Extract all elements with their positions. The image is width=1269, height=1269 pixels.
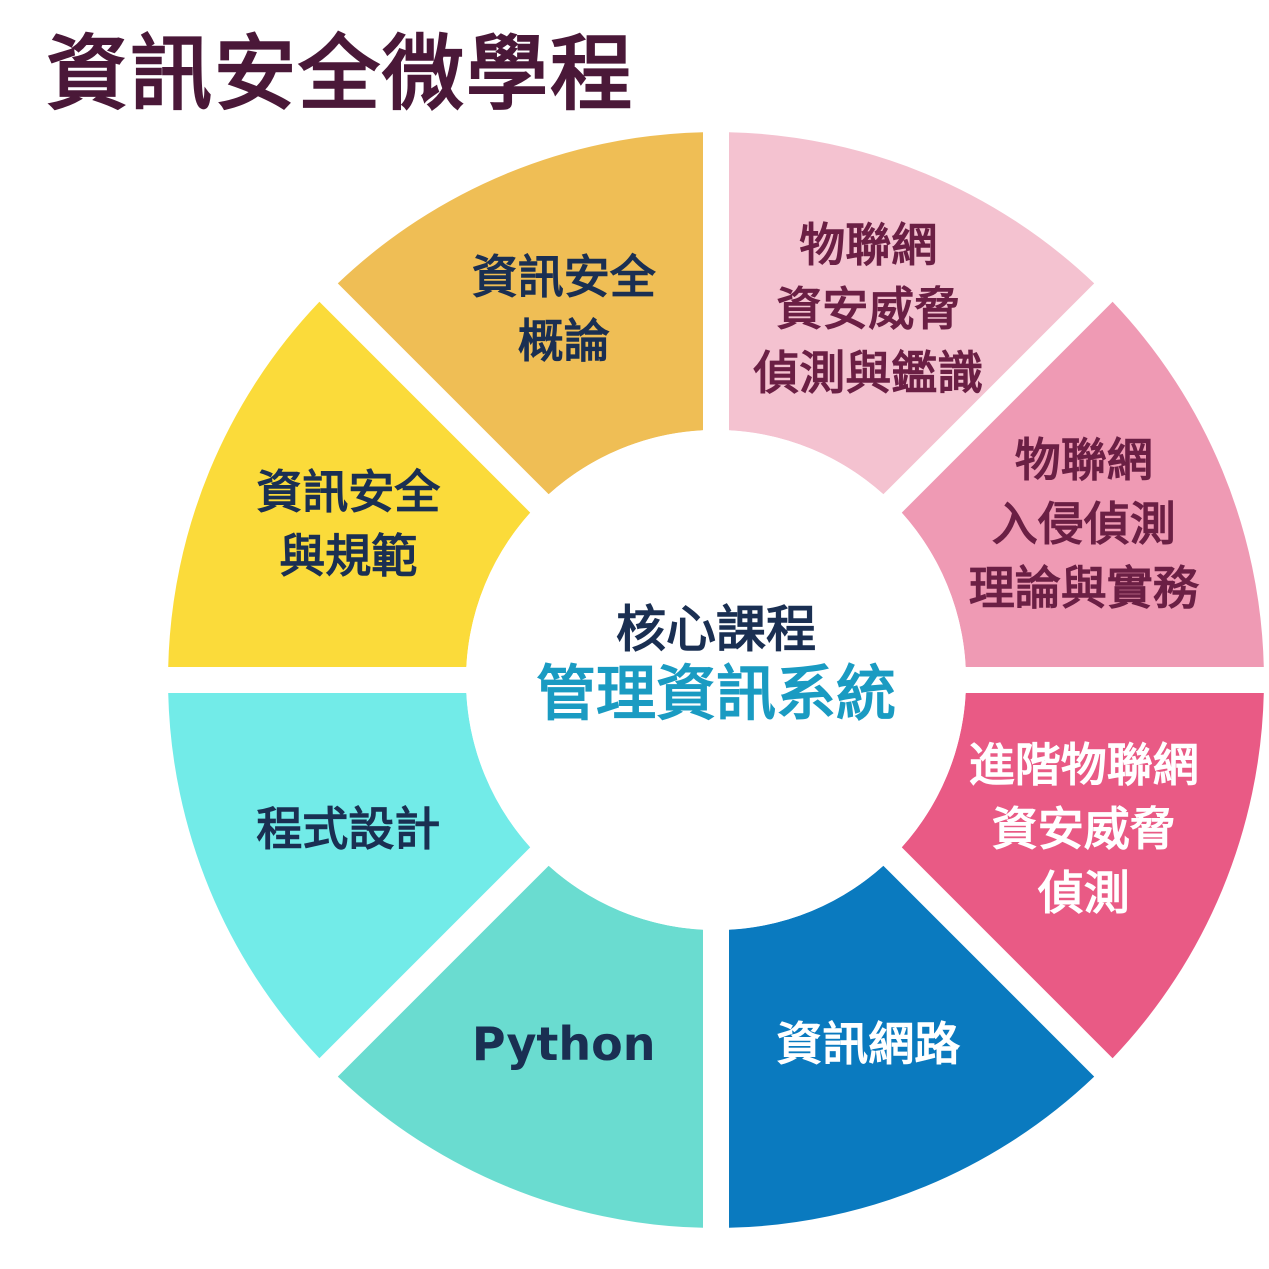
segment-shape-programming: [168, 693, 531, 1059]
segment-python: Python: [337, 865, 703, 1228]
segments-layer: 物聯網資安威脅偵測與鑑識物聯網入侵偵測理論與實務進階物聯網資安威脅偵測資訊網路P…: [168, 132, 1264, 1228]
segment-label-iot-intrusion-detection: 理論與實務: [969, 561, 1200, 615]
segment-shape-advanced-iot-threat-detection: [901, 693, 1264, 1059]
segment-label-iot-intrusion-detection: 入侵偵測: [992, 497, 1176, 551]
segment-label-python: Python: [472, 1017, 656, 1071]
segment-programming: 程式設計: [168, 693, 531, 1059]
segment-shape-security-intro: [337, 132, 703, 495]
segment-shape-iot-intrusion-detection: [901, 301, 1264, 667]
segment-label-advanced-iot-threat-detection: 偵測: [1037, 866, 1130, 920]
segment-label-computer-networks: 資訊網路: [776, 1017, 961, 1071]
segment-label-advanced-iot-threat-detection: 進階物聯網: [969, 738, 1199, 792]
segment-shape-computer-networks: [729, 865, 1095, 1228]
segment-label-security-standards: 資訊安全: [256, 465, 441, 519]
segment-label-iot-threat-detection-forensics: 物聯網: [799, 218, 937, 272]
segment-shape-iot-threat-detection-forensics: [729, 132, 1095, 495]
segment-label-advanced-iot-threat-detection: 資安威脅: [992, 802, 1176, 856]
segment-label-security-intro: 概論: [518, 314, 610, 368]
segment-label-programming: 程式設計: [256, 802, 440, 856]
center-core-label: 核心課程: [616, 601, 816, 659]
segment-computer-networks: 資訊網路: [729, 865, 1095, 1228]
page-title: 資訊安全微學程: [46, 27, 635, 122]
segment-shape-python: [337, 865, 703, 1228]
segment-label-iot-intrusion-detection: 物聯網: [1015, 433, 1153, 487]
segment-label-iot-threat-detection-forensics: 偵測與鑑識: [752, 346, 983, 400]
segment-label-iot-threat-detection-forensics: 資安威脅: [776, 282, 960, 336]
center-course-name: 管理資訊系統: [536, 660, 896, 730]
segment-label-security-intro: 資訊安全: [472, 250, 657, 304]
segment-label-security-standards: 與規範: [279, 529, 417, 583]
center-circle: [466, 430, 966, 930]
segment-shape-security-standards: [168, 301, 531, 667]
